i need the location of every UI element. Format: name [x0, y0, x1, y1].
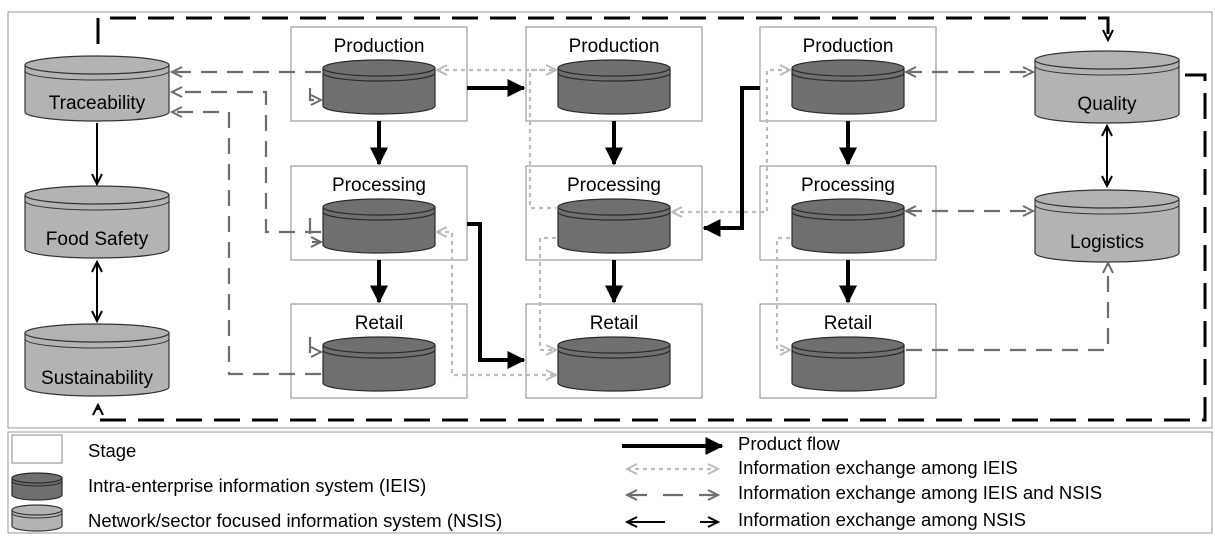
legend-ieis-label: Intra-enterprise information system (IEI… — [88, 475, 426, 496]
legend-product-flow-label: Product flow — [738, 433, 840, 454]
legend-stage-label: Stage — [88, 440, 136, 461]
stage-label: Retail — [355, 313, 404, 334]
nsis-sustainability: Sustainability — [24, 323, 170, 397]
ieis-cylinders — [322, 59, 905, 392]
stage-label: Production — [334, 36, 425, 57]
nsis-logistics: Logistics — [1034, 189, 1180, 263]
legend-nsis-exchange-label: Information exchange among NSIS — [738, 509, 1026, 530]
stage-label: Processing — [801, 175, 895, 196]
legend-nsis-icon — [11, 504, 63, 532]
stage-label: Retail — [824, 313, 873, 334]
nsis-food-safety: Food Safety — [24, 185, 170, 259]
nsis-exchange-arrows — [97, 123, 1107, 321]
traceability-label: Traceability — [49, 93, 146, 114]
legend-nsis-label: Network/sector focused information syste… — [88, 510, 502, 531]
food-safety-label: Food Safety — [46, 229, 149, 250]
diagram-frame — [7, 11, 1213, 429]
nsis-loop — [98, 16, 1207, 422]
legend-frame — [7, 431, 1213, 534]
ieis-exchange-arrows — [437, 70, 790, 375]
stage-label: Processing — [567, 175, 661, 196]
nsis-quality: Quality — [1034, 50, 1180, 124]
legend-stage-swatch — [11, 434, 63, 464]
legend: Stage Intra-enterprise information syste… — [11, 433, 1102, 532]
legend-ieis-exchange-label: Information exchange among IEIS — [738, 457, 1018, 478]
stage-label: Production — [803, 36, 894, 57]
logistics-label: Logistics — [1070, 232, 1144, 253]
ieis-nsis-exchange-arrows — [172, 72, 1108, 376]
stage-label: Retail — [590, 313, 639, 334]
stage-label: Production — [569, 36, 660, 57]
quality-label: Quality — [1077, 94, 1137, 115]
legend-ieis-icon — [11, 472, 63, 501]
legend-ieis-nsis-exchange-label: Information exchange among IEIS and NSIS — [738, 482, 1102, 503]
stage-label: Processing — [332, 175, 426, 196]
sustainability-label: Sustainability — [41, 368, 153, 389]
nsis-traceability: Traceability — [24, 55, 170, 122]
